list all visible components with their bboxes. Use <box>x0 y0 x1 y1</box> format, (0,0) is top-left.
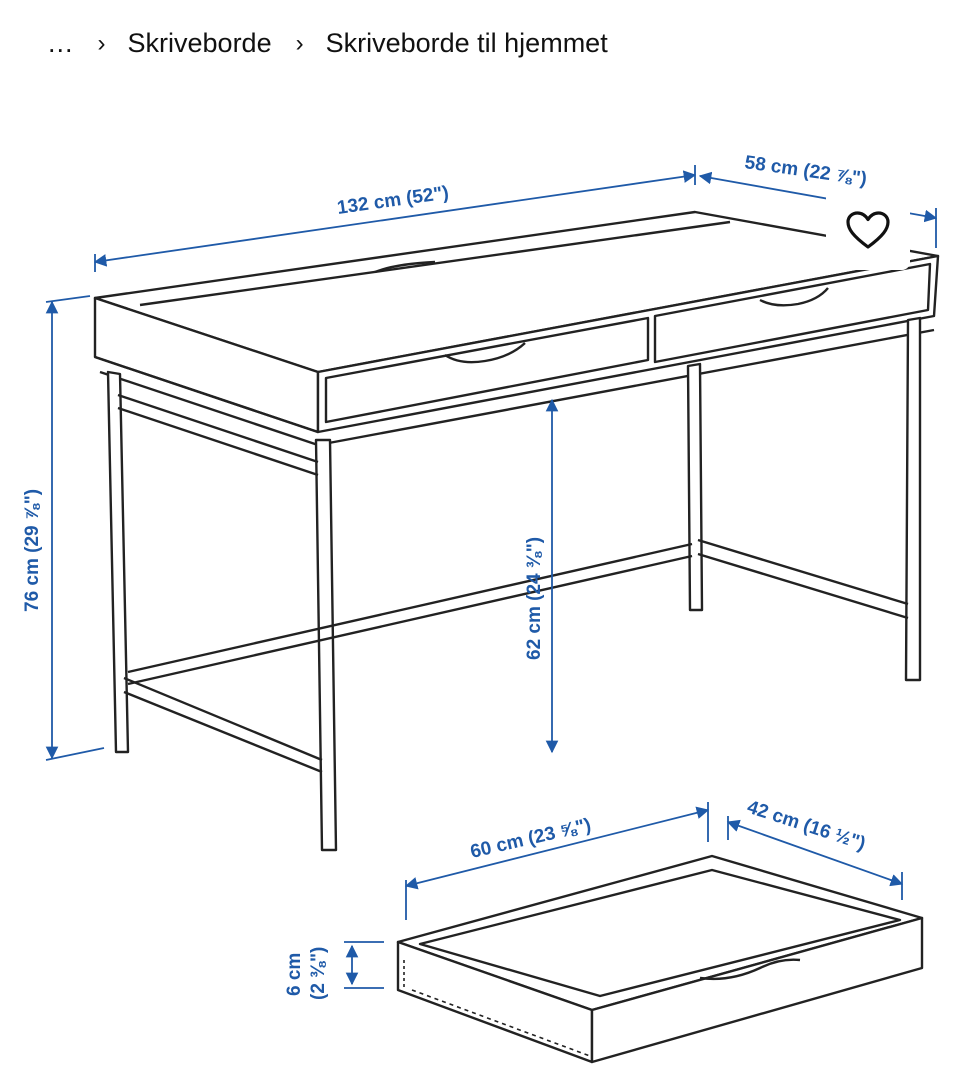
desk-illustration <box>93 210 940 852</box>
chevron-right-icon: › <box>97 29 106 57</box>
breadcrumb-item-skriveborde[interactable]: Skriveborde <box>127 28 272 58</box>
drawer-illustration <box>396 854 924 1064</box>
dimension-lines <box>45 165 938 989</box>
dimension-label-drawer-height-in: (2 ⅜") <box>308 947 329 1000</box>
dimension-label-drawer-width: 60 cm (23 ⅝") <box>468 815 593 863</box>
dimension-label-drawer-depth: 42 cm (16 ½") <box>744 797 868 855</box>
breadcrumb-ellipsis[interactable]: ... <box>48 28 74 58</box>
chevron-right-icon: › <box>295 29 304 57</box>
dimension-label-drawer-height-cm: 6 cm <box>284 953 305 996</box>
heart-icon <box>846 211 890 249</box>
breadcrumb-item-skriveborde-til-hjemmet[interactable]: Skriveborde til hjemmet <box>325 28 608 58</box>
breadcrumb: ... › Skriveborde › Skriveborde til hjem… <box>48 28 608 59</box>
product-dimension-drawing: 132 cm (52") 58 cm (22 ⅞") 76 cm (29 ⅞")… <box>0 120 960 1069</box>
favorite-button[interactable] <box>826 190 910 270</box>
dimension-label-height: 76 cm (29 ⅞") <box>22 489 43 612</box>
dimension-label-under-height: 62 cm (24 ⅜") <box>524 537 545 660</box>
dimension-label-depth: 58 cm (22 ⅞") <box>743 152 868 190</box>
